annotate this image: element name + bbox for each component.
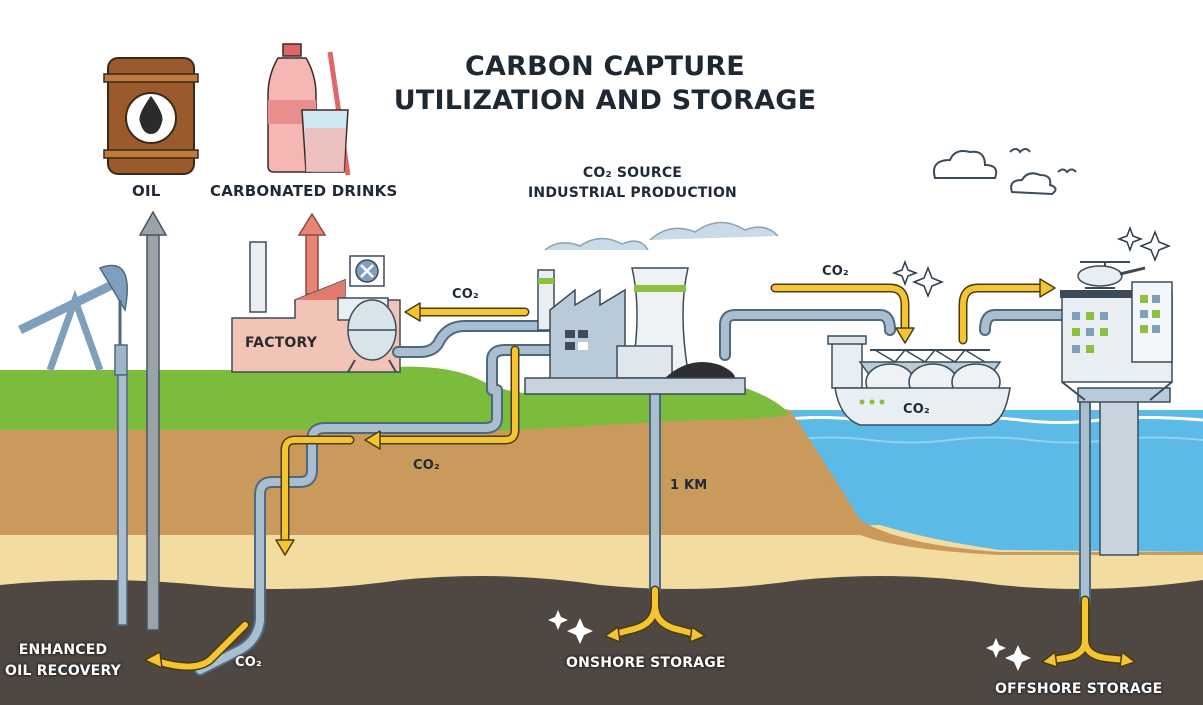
co2-flow-arrows xyxy=(144,278,1136,671)
oil-up-arrow xyxy=(138,210,168,631)
co2-ship-label: CO₂ xyxy=(822,264,849,279)
sparkle-icon xyxy=(548,610,568,630)
drinks-up-arrow xyxy=(297,212,327,295)
sea-water xyxy=(780,410,1203,560)
bird-icon xyxy=(1009,148,1031,154)
sand-band xyxy=(0,535,1203,590)
sparkle-icon xyxy=(986,638,1006,658)
cloud-icon xyxy=(933,150,998,179)
co2-source-line-1: CO₂ SOURCE xyxy=(582,165,683,181)
factory-label: FACTORY xyxy=(245,335,318,351)
eor-line-1: ENHANCED xyxy=(18,642,108,658)
carbonated-drinks-label: CARBONATED DRINKS xyxy=(210,182,398,200)
offshore-storage-label: OFFSHORE STORAGE xyxy=(995,681,1163,697)
sparkle-icon xyxy=(1138,229,1172,263)
depth-label: 1 KM xyxy=(670,478,708,493)
co2-source-line-2: INDUSTRIAL PRODUCTION xyxy=(528,185,737,201)
co2-ship-hull-label: CO₂ xyxy=(903,402,930,417)
pumpjack-icon xyxy=(18,264,128,626)
ground-layers xyxy=(0,366,1203,705)
co2-factory-label: CO₂ xyxy=(452,287,479,302)
grass-layer xyxy=(0,366,790,431)
oil-barrel-icon xyxy=(103,57,199,175)
sky-decor xyxy=(548,148,1172,671)
title-line-1: CARBON CAPTURE xyxy=(465,51,745,82)
drink-glass-icon xyxy=(301,51,351,176)
eor-line-2: OIL RECOVERY xyxy=(5,663,121,679)
cloud-icon xyxy=(1010,172,1057,196)
sparkle-icon xyxy=(1005,645,1031,671)
sparkle-icon xyxy=(911,265,945,299)
title-line-2: UTILIZATION AND STORAGE xyxy=(393,85,817,116)
co2-eor-label: CO₂ xyxy=(235,655,262,670)
co2-source-label: CO₂ SOURCE INDUSTRIAL PRODUCTION xyxy=(505,163,760,203)
page-title: CARBON CAPTURE UTILIZATION AND STORAGE xyxy=(385,50,825,118)
pipe-network xyxy=(194,309,1091,676)
onshore-storage-label: ONSHORE STORAGE xyxy=(566,655,726,671)
factory-icon xyxy=(231,241,401,373)
bird-icon xyxy=(1057,168,1077,174)
co2-underground-label: CO₂ xyxy=(413,458,440,473)
offshore-platform-icon xyxy=(1060,281,1173,556)
rock-layer xyxy=(0,576,1203,705)
helicopter-icon xyxy=(1077,261,1146,289)
sparkle-icon xyxy=(1116,225,1144,253)
oil-label: OIL xyxy=(132,182,161,200)
power-plant-icon xyxy=(524,221,779,395)
enhanced-oil-recovery-label: ENHANCED OIL RECOVERY xyxy=(5,640,121,682)
sparkle-icon xyxy=(891,259,919,287)
sparkle-icon xyxy=(567,618,593,644)
ship-icon xyxy=(827,335,1011,426)
